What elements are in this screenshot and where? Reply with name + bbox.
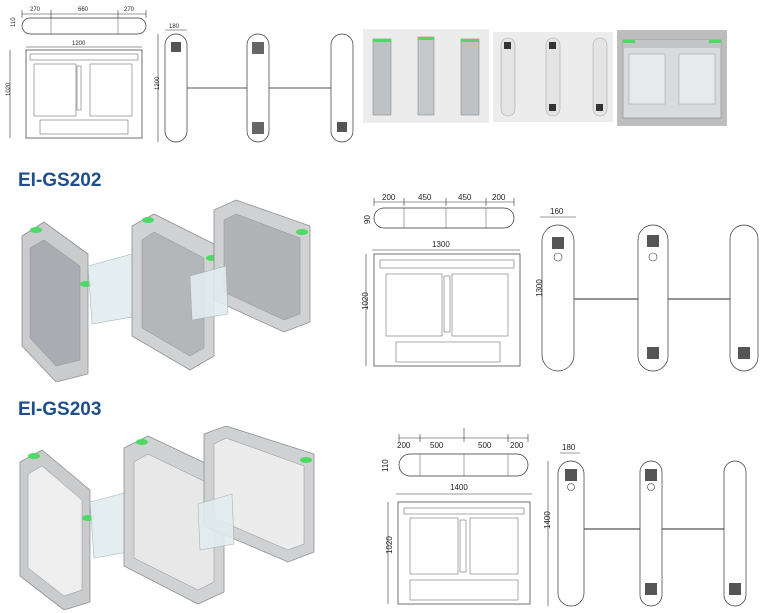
gs202-height-dim: 1020: [361, 292, 370, 310]
gs201-height-dim: 1020: [6, 82, 12, 96]
gs203-top-dim-1: 200: [397, 441, 411, 450]
gs201-top-dim-2: 660: [78, 7, 89, 13]
gs202-top-dim-2: 450: [418, 193, 432, 202]
gs203-height-dim: 1020: [385, 536, 394, 554]
gs201-side-length-dim: 1200: [155, 76, 161, 90]
gs201-top-dim-1: 270: [30, 7, 41, 13]
gs202-side-width-dim: 160: [550, 207, 564, 216]
gs203-width-dim: 1400: [450, 483, 468, 492]
gs201-plan-view-drawing: 180 1200: [155, 24, 354, 143]
gs201-width-dim: 1200: [72, 41, 86, 47]
gs201-side-width-dim: 180: [169, 24, 180, 30]
gs201-top-view-drawing: 270 660 270 110 1200 1020: [6, 7, 147, 139]
gs201-render-photo-2: [493, 32, 613, 122]
gs202-top-dim-4: 200: [492, 193, 506, 202]
gs202-top-view-drawing: 200 450 450 200 90 1300 1020: [361, 193, 521, 367]
gs202-plan-view-drawing: 160 1300: [535, 207, 759, 372]
gs202-depth-dim: 90: [363, 215, 372, 224]
gs203-top-dim-2: 500: [430, 441, 444, 450]
gs203-render-photo: [14, 426, 330, 610]
gs203-depth-dim: 110: [381, 459, 390, 472]
gs202-top-dim-3: 450: [458, 193, 472, 202]
gs203-top-dim-3: 500: [478, 441, 492, 450]
gs202-top-dim-1: 200: [382, 193, 396, 202]
gs202-width-dim: 1300: [432, 240, 450, 249]
gs203-side-width-dim: 180: [562, 443, 576, 452]
model-title-gs203: EI-GS203: [18, 399, 102, 420]
gs201-render-photo-1: [363, 29, 489, 123]
gs201-top-dim-3: 270: [124, 7, 135, 13]
gs203-side-length-dim: 1400: [543, 511, 552, 529]
gs203-plan-view-drawing: 180 1400: [543, 443, 747, 607]
gs202-side-length-dim: 1300: [535, 279, 544, 297]
gs202-render-photo: [14, 196, 330, 382]
model-title-gs202: EI-GS202: [18, 170, 102, 191]
gs203-top-dim-4: 200: [510, 441, 524, 450]
gs201-depth-dim: 110: [11, 17, 17, 27]
gs201-render-photo-3: [617, 30, 727, 126]
gs203-top-view-drawing: 200 500 500 200 110 1400 1020: [381, 428, 532, 605]
